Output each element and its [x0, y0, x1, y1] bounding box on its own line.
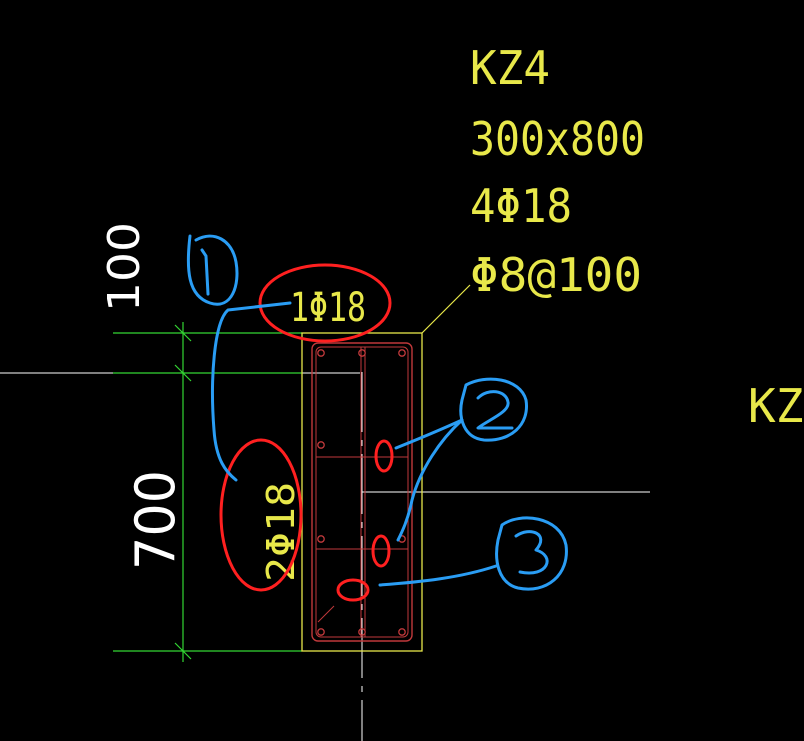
rebar-dot	[398, 628, 406, 636]
column-main-bars: 4Φ18	[470, 179, 572, 233]
markup-ellipse-side-label	[258, 263, 392, 343]
marker-2-leader	[394, 418, 464, 542]
column-size: 300x800	[470, 112, 645, 166]
marker-3-shape	[495, 516, 568, 591]
dimension-tick-mid	[174, 364, 192, 382]
dimension-tick-bottom	[174, 642, 192, 660]
adjacent-column-label: KZ	[748, 379, 803, 433]
markup-ellipse-bar-2b	[371, 534, 391, 568]
column-stirrup: Φ8@100	[470, 248, 642, 302]
dimension-lines	[113, 322, 302, 662]
marker-2-digit	[476, 390, 514, 430]
rebar-dot	[358, 628, 366, 636]
stirrup-inner	[315, 346, 409, 638]
marker-2-shape	[459, 377, 528, 442]
stirrup-outer	[311, 342, 413, 642]
markup-ellipse-bar-3	[336, 578, 370, 602]
marker-1-shape	[186, 234, 239, 306]
rebar-dots	[317, 349, 406, 636]
column-name: KZ4	[470, 41, 550, 95]
markup-ellipse-bar-2	[374, 439, 394, 473]
label-leader-line	[421, 284, 471, 334]
rebar-dot	[398, 349, 406, 357]
column-label: KZ4 300x800 4Φ18 Φ8@100	[470, 41, 645, 302]
marker-1-digit	[200, 248, 210, 296]
rebar-dot	[358, 349, 366, 357]
marker-3-leader	[378, 564, 498, 587]
axis-lines	[0, 372, 650, 741]
dimension-text-main: 700	[124, 470, 187, 570]
rebar-dot	[317, 535, 325, 543]
side-rebar-label-vertical: 2Φ18	[259, 482, 303, 582]
rebar-dot	[317, 441, 325, 449]
markup-ellipse-vertical-label	[219, 438, 303, 592]
hook-line	[317, 605, 335, 623]
marker-3-digit	[514, 530, 549, 575]
red-markups	[219, 263, 394, 602]
dimension-tick-top	[174, 324, 192, 342]
blue-markups	[186, 234, 568, 591]
marker-1-leader	[211, 301, 292, 482]
side-rebar-label: 1Φ18	[290, 285, 366, 331]
rebar-dot	[317, 628, 325, 636]
dimension-text-top: 100	[99, 222, 150, 312]
rebar-dot	[317, 349, 325, 357]
